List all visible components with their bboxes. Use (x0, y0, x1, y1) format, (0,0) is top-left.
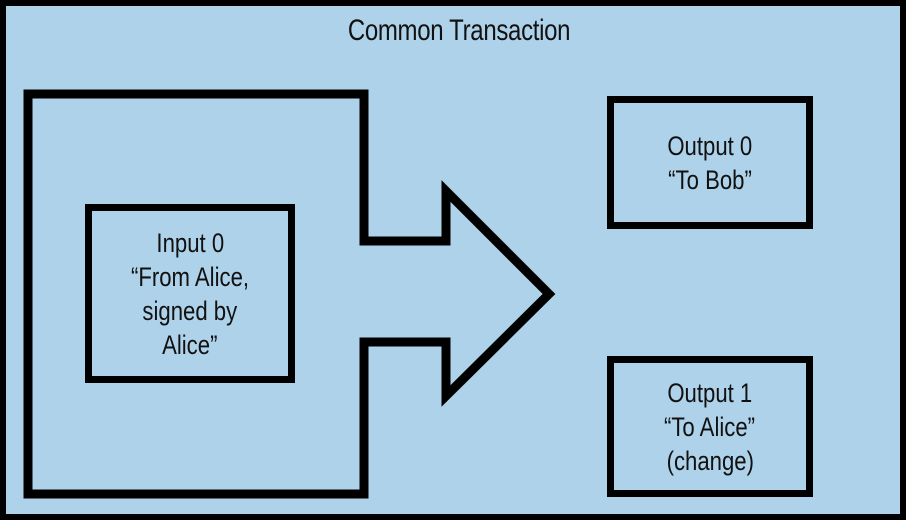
inputs-group-and-arrow-outline (23, 89, 556, 499)
diagram-outline-svg (23, 89, 556, 499)
